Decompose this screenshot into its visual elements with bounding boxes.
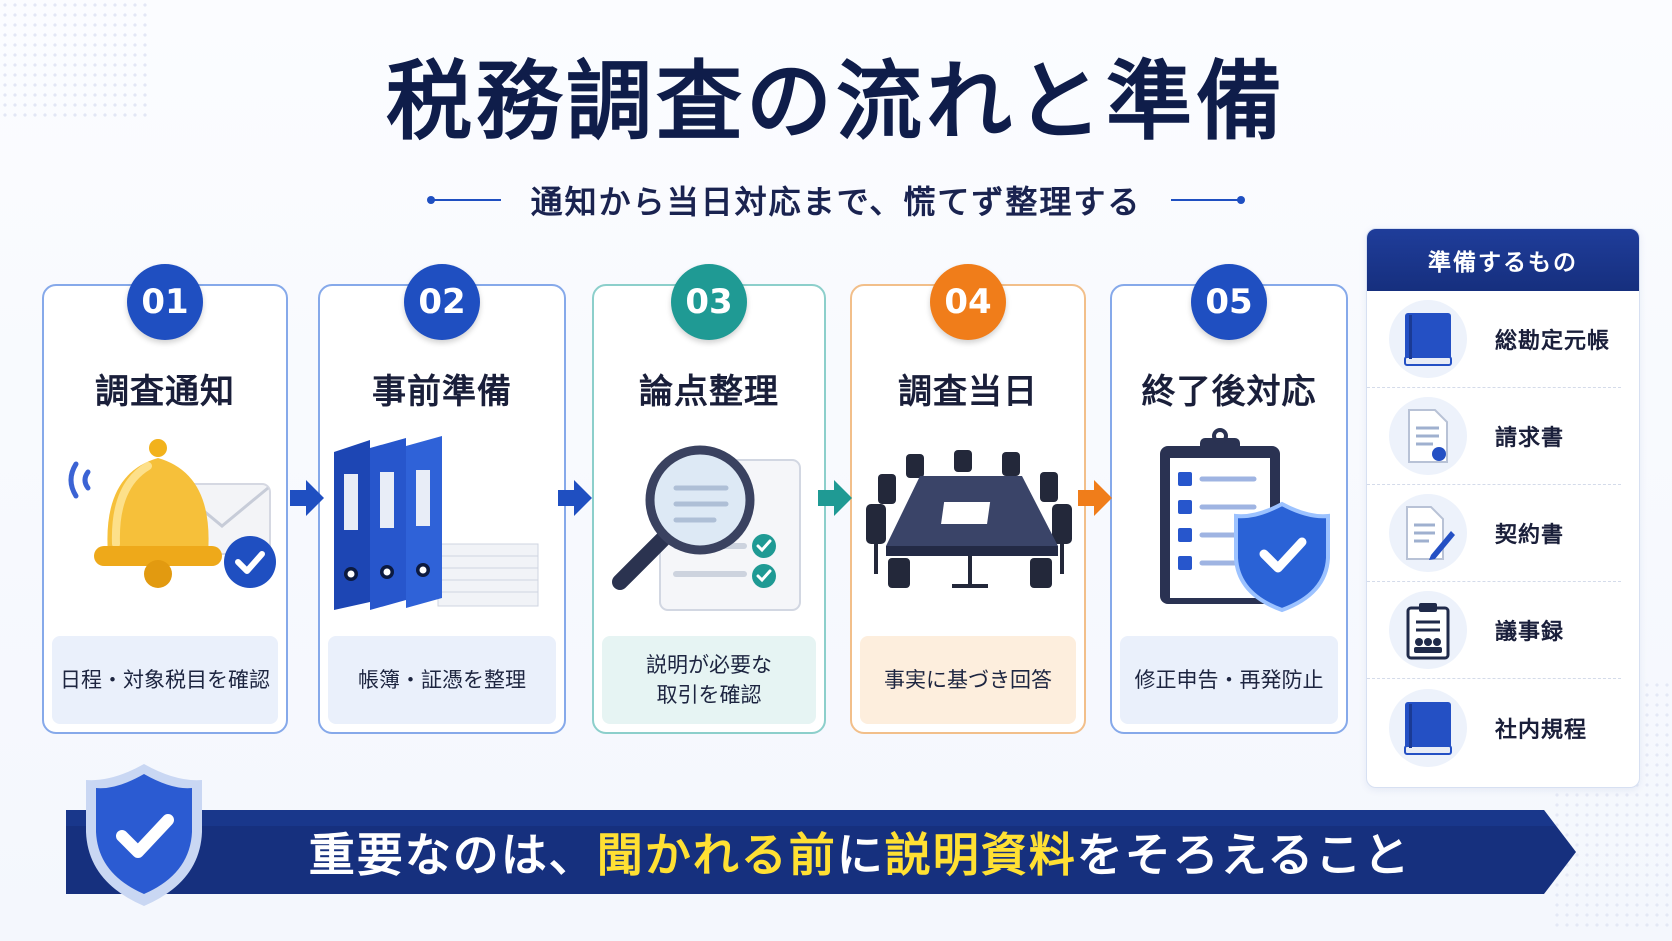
step-card-3: 03 論点整理 説明が必要な 取引を確認 [592, 264, 826, 734]
key-message-highlight: 説明資料 [884, 828, 1077, 882]
step-note: 修正申告・再発防止 [1120, 636, 1338, 724]
ledger-book-icon [1389, 300, 1467, 378]
prep-item-label: 請求書 [1495, 426, 1565, 451]
arrow-right-icon [290, 480, 324, 516]
step-number-badge: 02 [404, 264, 480, 340]
page-title: 税務調査の流れと準備 [386, 52, 1286, 152]
step-title: 論点整理 [639, 372, 779, 412]
subtitle-divider [426, 196, 501, 204]
meeting-table-icon [862, 446, 1074, 936]
prep-item-label: 議事録 [1495, 620, 1565, 645]
step-note: 説明が必要な 取引を確認 [602, 636, 816, 724]
step-title: 事前準備 [372, 372, 512, 412]
step-number-badge: 04 [930, 264, 1006, 340]
bell-mail-check-icon [54, 434, 276, 924]
arrow-right-icon [818, 480, 852, 516]
step-number-badge: 05 [1191, 264, 1267, 340]
prep-item-label: 契約書 [1495, 523, 1565, 548]
step-title: 調査当日 [898, 372, 1038, 412]
contract-pen-icon [1389, 494, 1467, 572]
key-message-part: をそろえること [1076, 828, 1412, 882]
key-message: 重要なのは、聞かれる前に説明資料をそろえること [210, 796, 1510, 908]
decorative-dots [0, 0, 150, 120]
key-message-part: 重要なのは、 [308, 828, 597, 882]
arrow-right-icon [558, 480, 592, 516]
invoice-document-icon [1389, 397, 1467, 475]
step-number-badge: 01 [127, 264, 203, 340]
magnifier-checklist-icon [604, 434, 814, 924]
arrow-right-icon [1078, 480, 1112, 516]
prep-panel: 準備するもの 総勘定元帳 請求書 [1366, 228, 1640, 788]
step-title: 調査通知 [95, 372, 235, 412]
shield-check-icon [86, 764, 202, 906]
rules-book-icon [1389, 688, 1467, 767]
step-card-1: 01 調査通知 日程・対象税目を確認 [42, 264, 288, 734]
key-message-banner [66, 810, 1576, 894]
prep-item-label: 総勘定元帳 [1495, 329, 1611, 354]
step-number-badge: 03 [671, 264, 747, 340]
binders-documents-icon [330, 434, 554, 924]
step-card-2: 02 事前準備 [318, 264, 566, 734]
prep-panel-heading: 準備するもの [1367, 229, 1639, 291]
key-message-highlight: 聞かれる前 [596, 828, 837, 882]
minutes-clipboard-icon [1389, 591, 1467, 669]
step-note: 事実に基づき回答 [860, 636, 1076, 724]
step-note: 帳簿・証憑を整理 [328, 636, 556, 724]
prep-item: 議事録 [1367, 582, 1621, 679]
prep-item: 総勘定元帳 [1367, 291, 1621, 388]
page-subtitle: 通知から当日対応まで、慌てず整理する [530, 183, 1142, 221]
subtitle-divider [1171, 196, 1246, 204]
key-message-part: に [836, 828, 885, 882]
prep-item: 契約書 [1367, 485, 1621, 582]
subtitle-row: 通知から当日対応まで、慌てず整理する [0, 180, 1672, 221]
step-title: 終了後対応 [1141, 372, 1317, 412]
prep-item: 請求書 [1367, 388, 1621, 485]
step-card-5: 05 終了後対応 修正申告・再発防止 [1110, 264, 1348, 734]
prep-item: 社内規程 [1367, 679, 1621, 776]
clipboard-shield-icon [1122, 426, 1336, 916]
prep-item-label: 社内規程 [1495, 717, 1588, 743]
step-note: 日程・対象税目を確認 [52, 636, 278, 724]
step-card-4: 04 調査当日 [850, 264, 1086, 734]
